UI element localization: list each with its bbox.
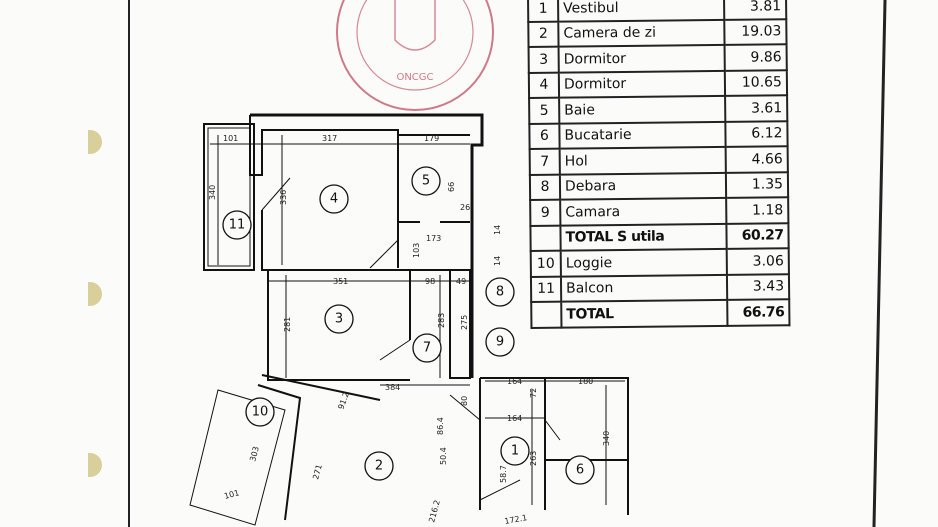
room-label: 8 <box>485 277 515 307</box>
dimension-label: 216.2 <box>427 499 442 523</box>
room-label: 1 <box>500 436 530 466</box>
stamp-text: ONCGC <box>396 72 433 83</box>
dimension-label: 58.7 <box>499 465 508 483</box>
punch-hole <box>88 453 102 477</box>
room-number: 8 <box>496 285 504 300</box>
room-label: 4 <box>319 184 349 214</box>
room-number: 2 <box>375 459 383 474</box>
dimension-label: 336 <box>279 190 288 205</box>
official-stamp: ONCGC <box>336 0 494 111</box>
dimension-label: 263 <box>529 451 538 466</box>
dimension-label: 98 <box>425 277 435 286</box>
dimension-label: 164 <box>507 377 522 386</box>
room-label: 5 <box>411 166 441 196</box>
room-label: 9 <box>485 327 515 357</box>
dimension-label: 340 <box>602 431 611 446</box>
dimension-label: 101 <box>223 488 240 501</box>
dimension-label: 14 <box>493 256 502 266</box>
room-label: 7 <box>412 333 442 363</box>
dimension-label: 66 <box>447 182 456 192</box>
punch-hole <box>88 130 102 154</box>
dimension-label: 283 <box>437 313 446 328</box>
dimension-label: 179 <box>424 134 439 143</box>
dimension-label: 86.4 <box>436 417 445 435</box>
balcony-outline <box>203 123 255 271</box>
dimension-label: 91.2 <box>336 391 351 411</box>
room-number: 7 <box>423 341 431 356</box>
dimension-label: 50.4 <box>439 447 448 465</box>
dimension-label: 49 <box>456 277 466 286</box>
dimension-label: 275 <box>460 315 469 330</box>
dimension-label: 281 <box>283 317 292 332</box>
dimension-label: 384 <box>385 383 400 392</box>
dimension-label: 14 <box>493 225 502 235</box>
room-number: 1 <box>511 444 519 459</box>
dimension-label: 340 <box>208 185 217 200</box>
page-margin-line <box>128 0 130 527</box>
room-number: 11 <box>229 218 246 233</box>
room-number: 5 <box>422 174 430 189</box>
dimension-label: 303 <box>248 445 261 462</box>
room-label: 2 <box>364 451 394 481</box>
room-number: 4 <box>330 192 338 207</box>
room-label: 3 <box>324 304 354 334</box>
room-label: 11 <box>222 210 252 240</box>
dimension-label: 173 <box>426 234 441 243</box>
dimension-label: 351 <box>333 277 348 286</box>
punch-hole <box>88 282 102 306</box>
dimension-label: 101 <box>223 134 238 143</box>
room-label: 6 <box>565 455 595 485</box>
room-number: 10 <box>252 405 269 420</box>
dimension-label: 172.1 <box>504 513 528 526</box>
room-number: 3 <box>335 312 343 327</box>
room-number: 6 <box>576 463 584 478</box>
dimension-label: 72 <box>529 388 538 398</box>
coat-of-arms-icon <box>394 0 436 51</box>
room-label: 10 <box>245 397 275 427</box>
dimension-label: 271 <box>311 463 324 480</box>
dimension-label: 103 <box>412 243 421 258</box>
room-number: 9 <box>496 335 504 350</box>
dimension-label: 164 <box>507 414 522 423</box>
dimension-label: 80 <box>460 396 469 406</box>
dimension-label: 317 <box>322 134 337 143</box>
dimension-label: 26 <box>460 203 470 212</box>
dimension-label: 180 <box>578 377 593 386</box>
